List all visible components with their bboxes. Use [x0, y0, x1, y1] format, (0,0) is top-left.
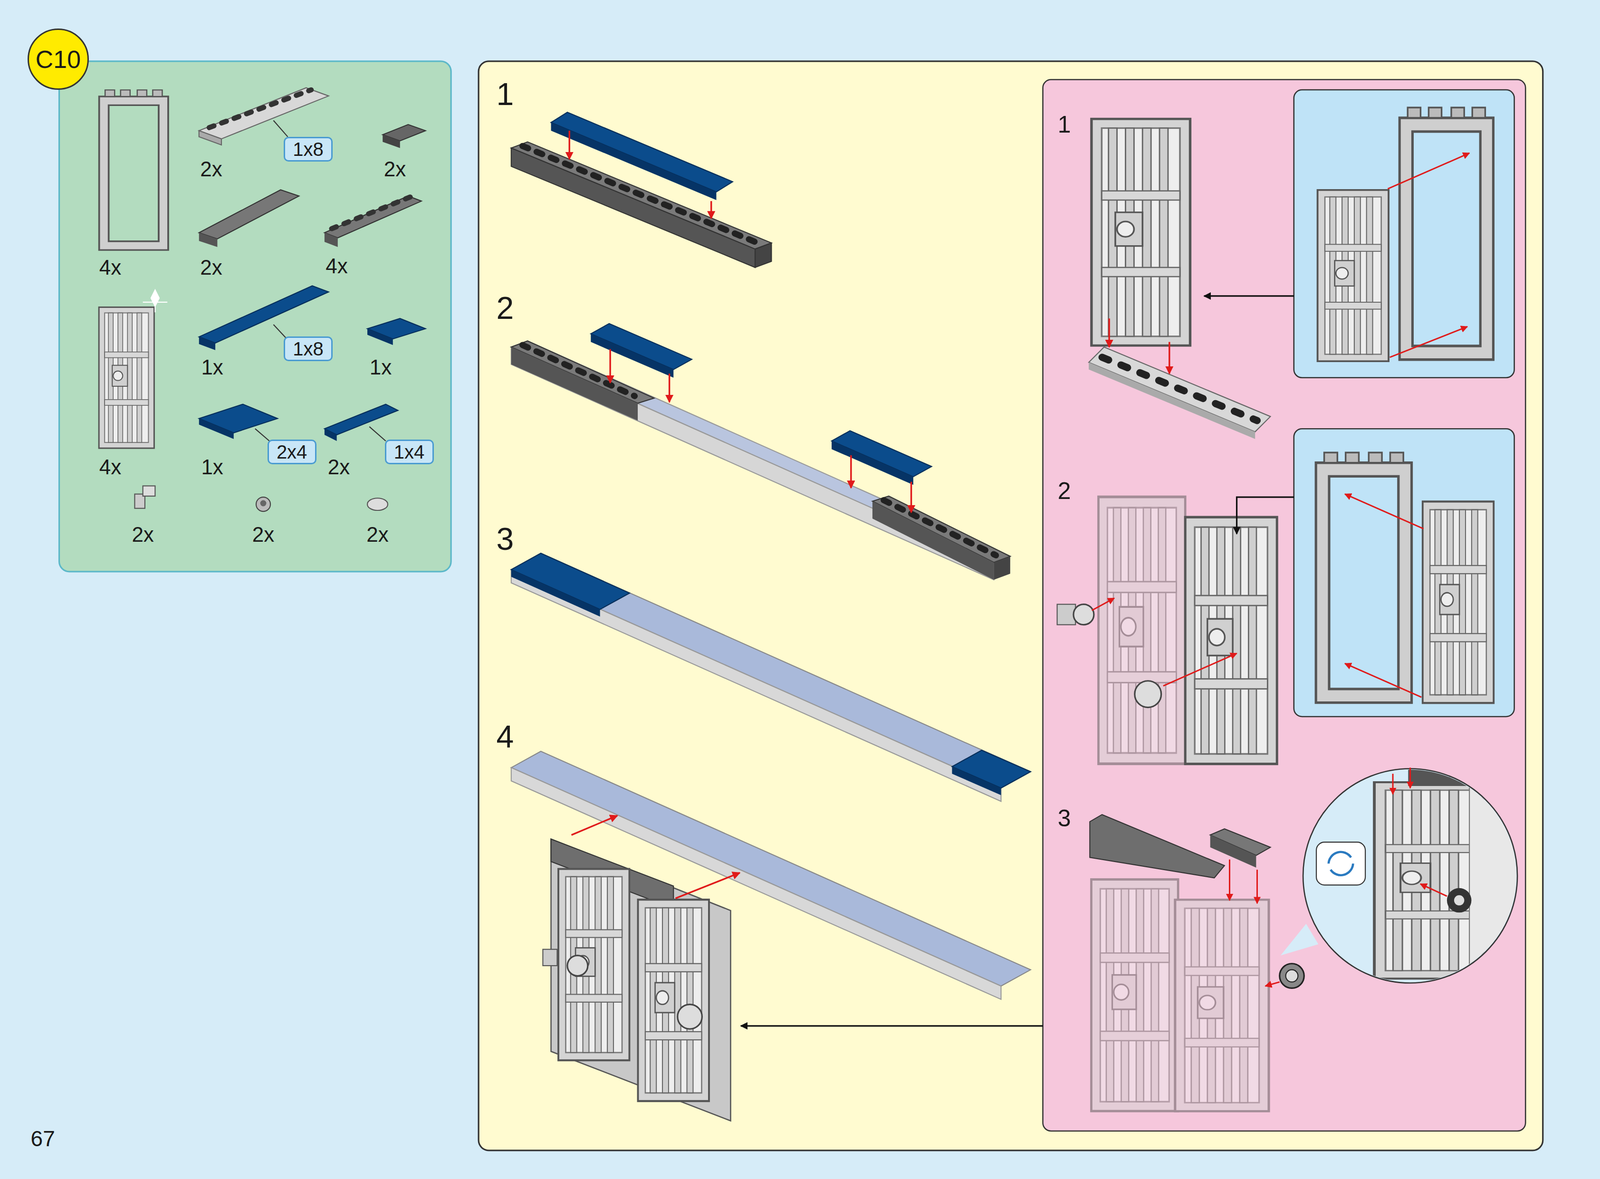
part-count: 2x: [200, 158, 222, 180]
size-label: 1x4: [393, 442, 425, 462]
step-number: 2: [496, 292, 515, 324]
part-count: 2x: [327, 456, 350, 478]
part-count: 2x: [200, 257, 222, 278]
part-count: 4x: [99, 456, 122, 478]
part-count: 2x: [131, 524, 154, 546]
size-callout: 1x8: [283, 136, 333, 162]
size-label: 2x4: [276, 442, 308, 462]
section-badge: C10: [27, 28, 89, 90]
part-count: 4x: [99, 257, 122, 278]
step-number: 3: [496, 523, 515, 555]
step-number: 4: [496, 720, 515, 753]
part-count: 2x: [366, 524, 389, 546]
part-count: 4x: [325, 255, 348, 277]
size-callout: 1x8: [283, 336, 333, 362]
substep-number: 1: [1057, 112, 1072, 137]
page-number: 67: [30, 1127, 56, 1150]
part-count: 1x: [369, 356, 392, 378]
part-count: 2x: [252, 524, 275, 546]
size-label: 1x8: [292, 339, 324, 359]
substep-number: 3: [1057, 806, 1072, 831]
part-count: 2x: [383, 158, 406, 180]
size-callout: 1x4: [384, 439, 434, 465]
part-count: 1x: [201, 456, 223, 478]
part-count: 1x: [201, 356, 223, 378]
step-number: 1: [496, 78, 515, 110]
section-label: C10: [35, 47, 81, 72]
size-callout: 2x4: [267, 439, 317, 465]
size-label: 1x8: [292, 139, 324, 159]
substep-number: 2: [1057, 479, 1072, 503]
